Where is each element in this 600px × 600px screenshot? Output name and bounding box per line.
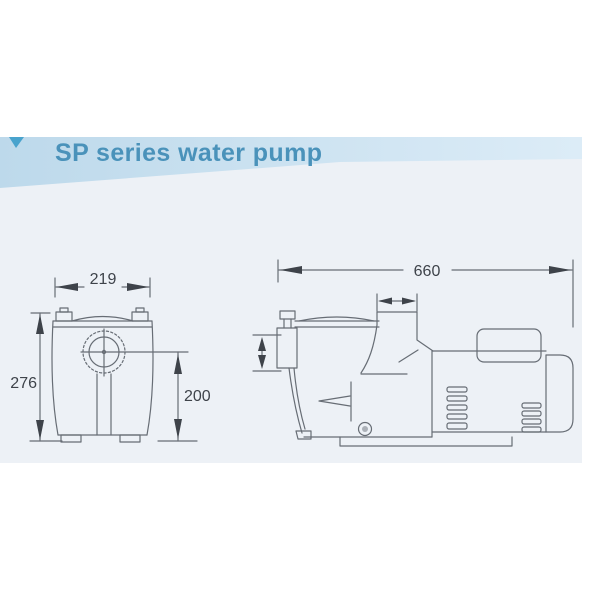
dim-arrow-up: [174, 354, 182, 374]
page-title: SP series water pump: [55, 139, 323, 167]
vent-slats-left: [446, 386, 468, 430]
lid-knob-left: [55, 311, 73, 322]
lid-knob-right: [131, 311, 149, 322]
dim-arrow-up: [258, 337, 266, 351]
drain-plug: [357, 421, 373, 437]
tank-foot: [295, 430, 312, 440]
lid-dome: [71, 315, 134, 322]
flow-pointer: [318, 395, 351, 407]
dim-height: 276: [10, 312, 51, 442]
pump-side-motor: [339, 328, 574, 447]
dim-inlet-height: [252, 334, 282, 372]
pump-side-tank: [276, 310, 433, 440]
dim-arrow-up: [36, 314, 44, 334]
dim-outlet-width: [376, 293, 418, 312]
dim-length: 660: [277, 259, 574, 328]
dim-width: 219: [54, 271, 151, 298]
inlet-port: [276, 327, 298, 369]
dim-arrow-right: [549, 266, 571, 274]
dim-label-height: 276: [10, 375, 37, 392]
dim-label-length: 660: [414, 263, 441, 280]
inlet-cap: [279, 310, 296, 320]
front-view-drawing: 219 276 200: [10, 271, 211, 443]
dim-arrow-right: [402, 297, 416, 305]
drawing-root: 219 276 200: [10, 259, 574, 447]
terminal-box: [476, 328, 542, 363]
dim-arrow-left: [280, 266, 302, 274]
vent-slats-right: [521, 402, 542, 433]
pump-side-casing: [318, 311, 434, 438]
dim-arrow-down: [36, 420, 44, 440]
dim-center-height: 200: [174, 351, 211, 442]
foot-right: [119, 434, 141, 443]
side-view-drawing: 660: [252, 259, 574, 447]
foot-left: [60, 434, 82, 443]
pump-front-body: [51, 307, 189, 443]
dim-arrow-down: [174, 419, 182, 439]
dim-label-center-height: 200: [184, 388, 211, 405]
dim-arrow-left: [378, 297, 392, 305]
lid-dome: [298, 316, 375, 322]
dim-label-width: 219: [90, 271, 117, 288]
base-plate: [339, 436, 513, 447]
dim-arrow-left: [56, 283, 78, 291]
dim-arrow-right: [127, 283, 149, 291]
dim-arrow-down: [258, 355, 266, 369]
motor-end-cap: [545, 354, 574, 433]
